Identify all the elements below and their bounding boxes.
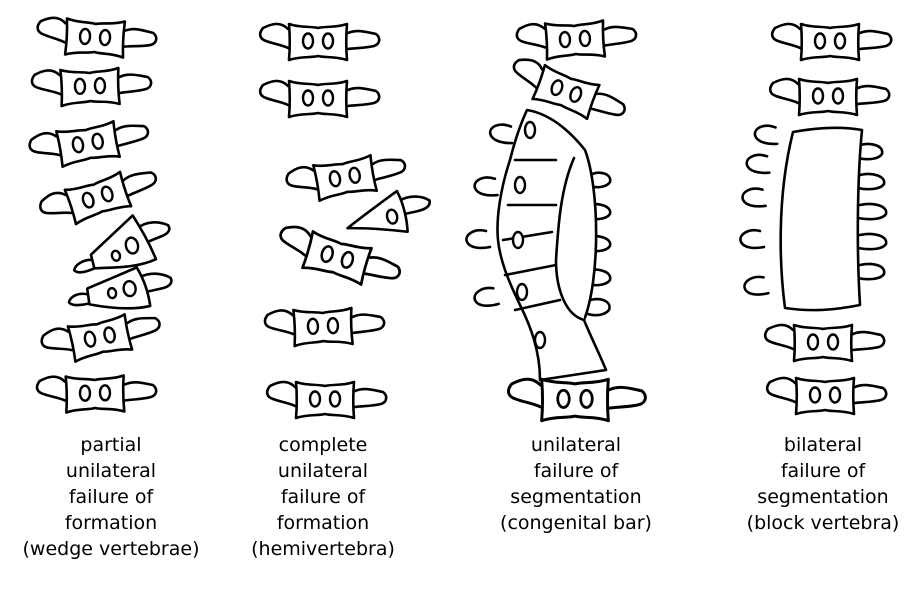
panel-wedge-vertebrae <box>26 15 173 415</box>
caption-congenital-bar: unilateral failure of segmentation (cong… <box>456 432 696 536</box>
caption-line: complete <box>278 434 368 456</box>
caption-line: formation <box>64 512 158 534</box>
caption-line: failure of <box>68 486 154 508</box>
caption-wedge-vertebrae: partial unilateral failure of formation … <box>0 432 231 562</box>
caption-line: segmentation <box>757 486 889 508</box>
caption-block-vertebra: bilateral failure of segmentation (block… <box>703 432 922 536</box>
caption-line: bilateral <box>783 434 863 456</box>
caption-line: partial <box>80 434 142 456</box>
panel-block-vertebra <box>739 22 893 416</box>
caption-line: failure of <box>780 460 866 482</box>
caption-line: (block vertebra) <box>746 512 900 534</box>
panel-hemivertebra <box>258 22 432 420</box>
caption-line: (congenital bar) <box>500 512 652 534</box>
caption-line: unilateral <box>277 460 369 482</box>
caption-line: unilateral <box>65 460 157 482</box>
caption-line: (wedge vertebrae) <box>22 538 200 560</box>
caption-line: failure of <box>280 486 366 508</box>
panel-congenital-bar <box>465 17 647 423</box>
caption-line: unilateral <box>530 434 622 456</box>
caption-line: failure of <box>533 460 619 482</box>
caption-line: segmentation <box>510 486 642 508</box>
caption-line: formation <box>276 512 370 534</box>
caption-hemivertebra: complete unilateral failure of formation… <box>203 432 443 562</box>
caption-line: (hemivertebra) <box>251 538 395 560</box>
